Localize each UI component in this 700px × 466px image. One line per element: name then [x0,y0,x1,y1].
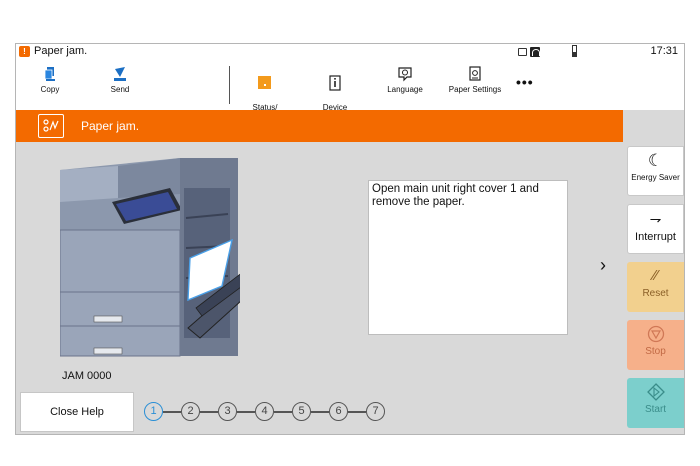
hard-key-panel: ☾ Energy Saver ⇁ Interrupt ⁄⁄ Reset Stop… [623,110,684,434]
clock: 17:31 [650,45,678,57]
step-2[interactable]: 2 [181,402,200,421]
toolbar-language-label: Language [387,85,423,94]
step-4[interactable]: 4 [255,402,274,421]
jam-indicator-icon [38,114,64,138]
energy-saver-label: Energy Saver [631,173,680,182]
reset-icon: ⁄⁄ [652,267,658,284]
toolbar-send-label: Send [110,85,130,94]
stop-button[interactable]: Stop [627,320,684,370]
step-connector [348,411,366,413]
status-icon [258,76,271,89]
energy-saver-button[interactable]: ☾ Energy Saver [627,146,684,196]
status-title: Paper jam. [34,45,88,57]
jam-code: JAM 0000 [62,370,112,382]
toolbar-copy[interactable]: Copy [20,66,80,94]
device-info-icon [329,75,341,91]
step-connector [311,411,329,413]
step-connector [237,411,255,413]
toolbar-copy-label: Copy [40,85,60,94]
help-message: Open main unit right cover 1 and remove … [368,180,568,335]
wifi-icon [530,47,540,57]
stop-label: Stop [645,346,666,357]
toolbar-language[interactable]: Language [375,66,435,94]
page-title: Paper jam. [81,119,140,133]
toolbar-send[interactable]: Send [90,66,150,94]
toolbar-paper-settings[interactable]: Paper Settings [442,66,508,94]
close-help-button[interactable]: Close Help [20,392,134,432]
toolbar-paper-settings-label: Paper Settings [448,85,502,94]
reset-label: Reset [642,288,669,299]
step-connector [163,411,181,413]
reset-button[interactable]: ⁄⁄ Reset [627,262,684,312]
step-1[interactable]: 1 [144,402,163,421]
toolbar: Copy Send Status/ Job Cancel Device Info… [16,60,684,121]
step-connector [274,411,292,413]
interrupt-button[interactable]: ⇁ Interrupt [627,204,684,254]
help-content: Open main unit right cover 1 and remove … [16,142,623,434]
paper-settings-icon [469,66,481,81]
copy-icon [44,67,55,81]
battery-icon [572,45,577,57]
interrupt-icon: ⇁ [649,211,662,227]
stop-icon [627,320,684,346]
toolbar-divider [229,66,230,104]
step-7[interactable]: 7 [366,402,385,421]
jam-header: Paper jam. [16,110,623,142]
device-screen: ! Paper jam. 17:31 Copy Send [15,43,685,435]
language-icon [398,67,412,82]
moon-icon: ☾ [647,151,664,170]
next-page-arrow[interactable]: › [600,255,606,275]
warning-icon: ! [19,46,30,57]
start-button[interactable]: Start [627,378,684,428]
status-bar: ! Paper jam. 17:31 [16,44,684,60]
interrupt-label: Interrupt [635,231,676,243]
cast-icon [518,48,527,56]
more-options-button[interactable]: ••• [516,74,534,90]
start-label: Start [644,404,667,415]
printer-jam-illustration [60,158,240,358]
step-3[interactable]: 3 [218,402,237,421]
send-icon [114,67,126,81]
step-connector [200,411,218,413]
step-6[interactable]: 6 [329,402,348,421]
step-5[interactable]: 5 [292,402,311,421]
start-icon [627,378,684,404]
